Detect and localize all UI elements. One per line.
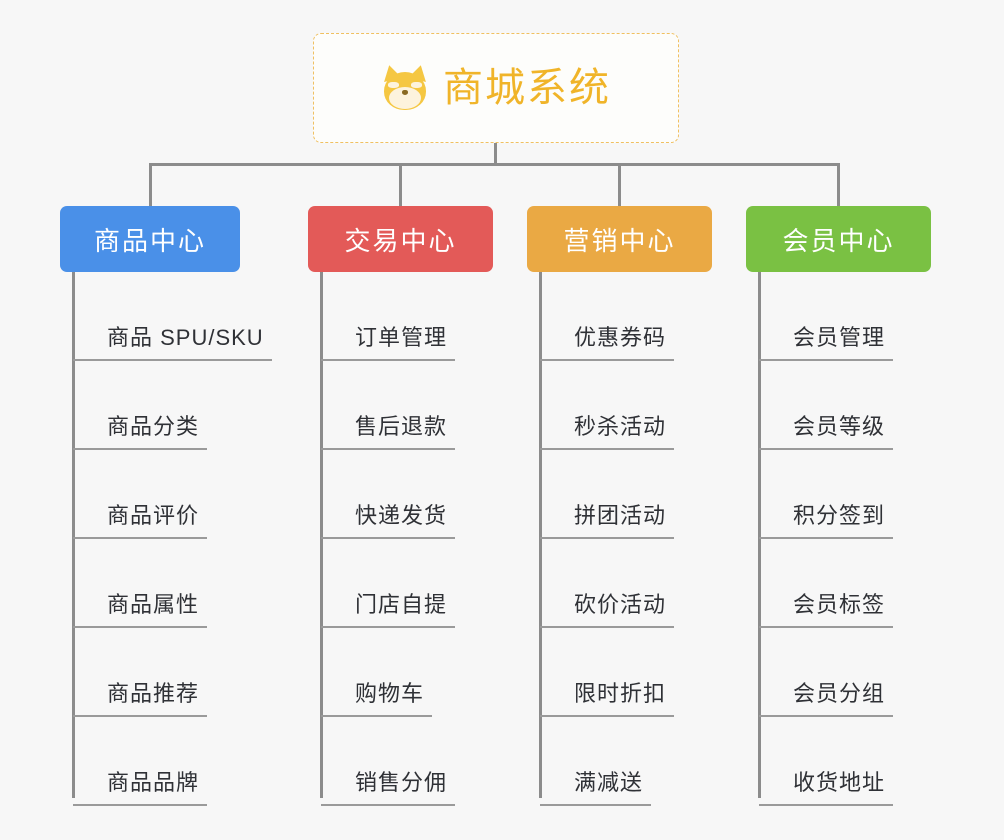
- branch-header-3[interactable]: 营销中心: [527, 206, 712, 272]
- leaf-label: 门店自提: [355, 592, 448, 617]
- leaf-label: 砍价活动: [574, 592, 667, 617]
- list-item[interactable]: 购物车: [308, 628, 493, 717]
- leaf-list-2: 订单管理 售后退款 快递发货 门店自提 购物车 销售分佣: [308, 272, 493, 806]
- list-item[interactable]: 商品推荐: [60, 628, 240, 717]
- leaf-label: 销售分佣: [355, 770, 448, 795]
- leaf-label: 拼团活动: [574, 503, 667, 528]
- branch-column-4: 会员中心 会员管理 会员等级 积分签到 会员标签 会员分组 收货地址: [746, 206, 931, 806]
- leaf-list-3: 优惠券码 秒杀活动 拼团活动 砍价活动 限时折扣 满减送: [527, 272, 712, 806]
- list-item[interactable]: 满减送: [527, 717, 712, 806]
- list-item[interactable]: 秒杀活动: [527, 361, 712, 450]
- list-item[interactable]: 商品品牌: [60, 717, 240, 806]
- branch-column-3: 营销中心 优惠券码 秒杀活动 拼团活动 砍价活动 限时折扣 满减送: [527, 206, 712, 806]
- connector-root-stem: [494, 143, 497, 165]
- list-item[interactable]: 限时折扣: [527, 628, 712, 717]
- dog-eye-right-icon: [411, 82, 422, 88]
- leaf-label: 购物车: [355, 681, 425, 706]
- branch-spine-3: [539, 272, 542, 798]
- list-item[interactable]: 会员等级: [746, 361, 931, 450]
- leaf-list-4: 会员管理 会员等级 积分签到 会员标签 会员分组 收货地址: [746, 272, 931, 806]
- list-item[interactable]: 会员管理: [746, 272, 931, 361]
- leaf-label: 快递发货: [355, 503, 448, 528]
- list-item[interactable]: 拼团活动: [527, 450, 712, 539]
- leaf-label: 商品评价: [107, 503, 200, 528]
- leaf-label: 收货地址: [793, 770, 886, 795]
- list-item[interactable]: 销售分佣: [308, 717, 493, 806]
- branch-header-2[interactable]: 交易中心: [308, 206, 493, 272]
- leaf-label: 秒杀活动: [574, 414, 667, 439]
- leaf-label: 优惠券码: [574, 325, 667, 350]
- list-item[interactable]: 订单管理: [308, 272, 493, 361]
- leaf-label: 满减送: [574, 770, 644, 795]
- root-title: 商城系统: [443, 66, 611, 110]
- connector-drop-3: [618, 163, 621, 208]
- connector-drop-2: [399, 163, 402, 208]
- leaf-label: 商品 SPU/SKU: [107, 325, 264, 350]
- list-item[interactable]: 商品 SPU/SKU: [60, 272, 272, 361]
- dog-eye-left-icon: [388, 82, 399, 88]
- list-item[interactable]: 商品属性: [60, 539, 240, 628]
- leaf-label: 订单管理: [355, 325, 448, 350]
- list-item[interactable]: 快递发货: [308, 450, 493, 539]
- leaf-label: 会员等级: [793, 414, 886, 439]
- leaf-label: 积分签到: [793, 503, 886, 528]
- connector-horizontal-bus: [150, 163, 840, 166]
- leaf-label: 会员分组: [793, 681, 886, 706]
- shiba-dog-face-icon: [380, 63, 430, 111]
- connector-drop-4: [837, 163, 840, 208]
- branch-column-2: 交易中心 订单管理 售后退款 快递发货 门店自提 购物车 销售分佣: [308, 206, 493, 806]
- leaf-label: 限时折扣: [574, 681, 667, 706]
- list-item[interactable]: 砍价活动: [527, 539, 712, 628]
- root-node[interactable]: 商城系统: [313, 33, 679, 143]
- leaf-label: 会员管理: [793, 325, 886, 350]
- branch-spine-2: [320, 272, 323, 798]
- leaf-label: 商品分类: [107, 414, 200, 439]
- dog-nose-icon: [402, 90, 408, 95]
- list-item[interactable]: 积分签到: [746, 450, 931, 539]
- list-item[interactable]: 门店自提: [308, 539, 493, 628]
- branch-spine-1: [72, 272, 75, 798]
- leaf-label: 商品推荐: [107, 681, 200, 706]
- list-item[interactable]: 收货地址: [746, 717, 931, 806]
- branch-spine-4: [758, 272, 761, 798]
- list-item[interactable]: 会员标签: [746, 539, 931, 628]
- list-item[interactable]: 会员分组: [746, 628, 931, 717]
- leaf-label: 商品品牌: [107, 770, 200, 795]
- leaf-label: 会员标签: [793, 592, 886, 617]
- leaf-label: 售后退款: [355, 414, 448, 439]
- branch-header-1[interactable]: 商品中心: [60, 206, 240, 272]
- leaf-list-1: 商品 SPU/SKU 商品分类 商品评价 商品属性 商品推荐 商品品牌: [60, 272, 272, 806]
- leaf-label: 商品属性: [107, 592, 200, 617]
- connector-drop-1: [149, 163, 152, 208]
- list-item[interactable]: 商品分类: [60, 361, 240, 450]
- dog-muzzle-icon: [389, 87, 421, 109]
- list-item[interactable]: 商品评价: [60, 450, 240, 539]
- branch-column-1: 商品中心 商品 SPU/SKU 商品分类 商品评价 商品属性 商品推荐 商品品牌: [60, 206, 272, 806]
- list-item[interactable]: 优惠券码: [527, 272, 712, 361]
- list-item[interactable]: 售后退款: [308, 361, 493, 450]
- branch-header-4[interactable]: 会员中心: [746, 206, 931, 272]
